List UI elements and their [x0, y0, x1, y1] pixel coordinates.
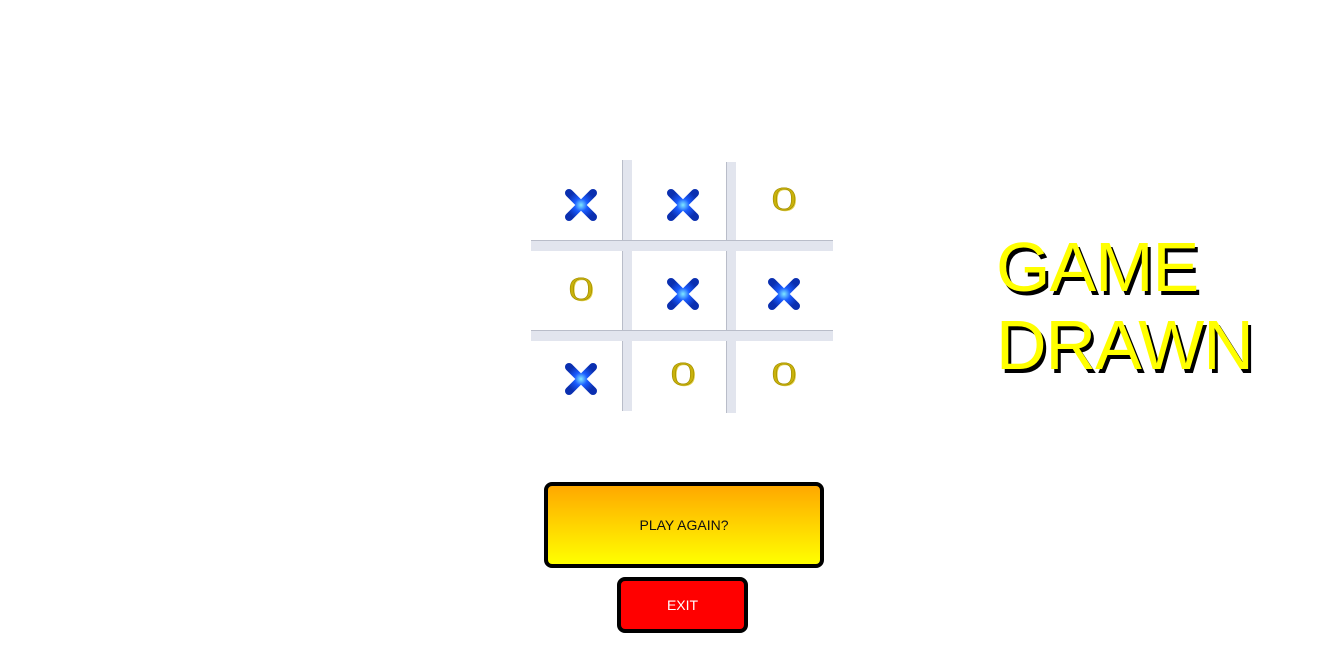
result-line-2: DRAWN [996, 306, 1254, 384]
circle-mark-icon: O [670, 356, 696, 393]
cross-mark-icon [565, 363, 597, 395]
board-cell-9[interactable]: O [749, 340, 819, 410]
exit-label: EXIT [666, 597, 699, 613]
circle-mark-icon: O [771, 181, 797, 218]
result-line-1: GAME [996, 228, 1199, 306]
play-again-label: PLAY AGAIN? [639, 517, 729, 533]
tic-tac-toe-board: O O O O [531, 160, 833, 413]
grid-line-vertical-2 [726, 162, 736, 413]
cross-mark-icon [565, 189, 597, 221]
circle-mark-icon: O [568, 271, 594, 308]
board-cell-4[interactable]: O [546, 255, 616, 325]
cross-mark-icon [667, 189, 699, 221]
board-cell-8[interactable]: O [648, 340, 718, 410]
board-cell-6[interactable] [749, 259, 819, 329]
game-result-message: GAME DRAWN [996, 228, 1316, 384]
board-cell-1[interactable] [546, 170, 616, 240]
grid-line-vertical-1 [622, 160, 632, 411]
cross-mark-icon [667, 278, 699, 310]
grid-line-horizontal-1 [531, 240, 833, 251]
exit-button[interactable]: EXIT [617, 577, 748, 633]
circle-mark-icon: O [771, 356, 797, 393]
play-again-button[interactable]: PLAY AGAIN? [544, 482, 824, 568]
board-cell-2[interactable] [648, 170, 718, 240]
board-cell-3[interactable]: O [749, 165, 819, 235]
grid-line-horizontal-2 [531, 330, 833, 341]
board-cell-5[interactable] [648, 259, 718, 329]
board-cell-7[interactable] [546, 344, 616, 414]
cross-mark-icon [768, 278, 800, 310]
